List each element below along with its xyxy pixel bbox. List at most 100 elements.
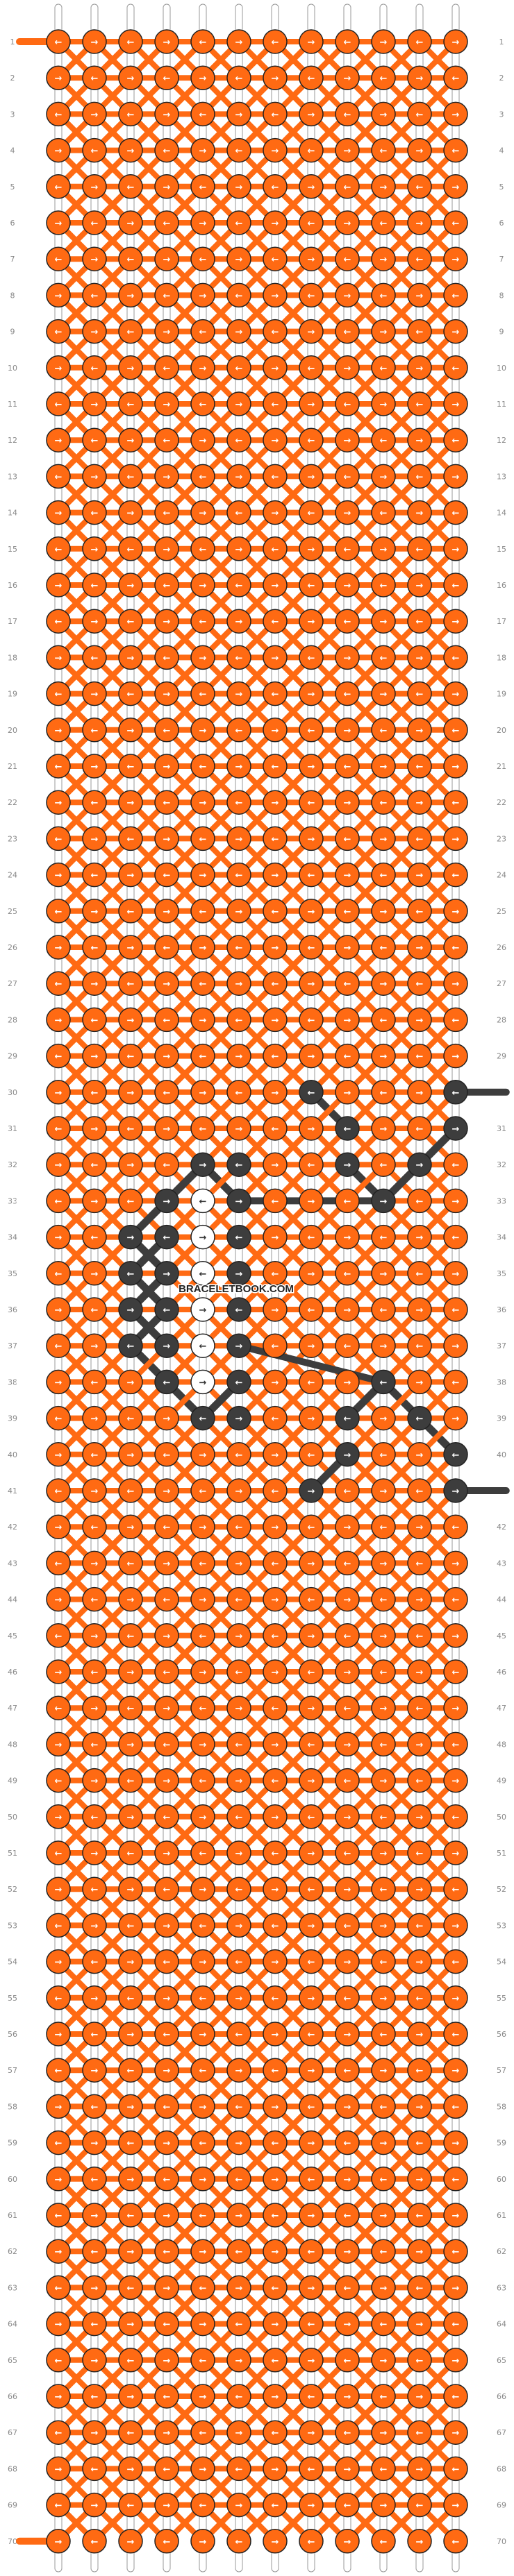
knot: ← — [154, 1297, 179, 1322]
direction-arrow-icon: ← — [163, 1813, 171, 1823]
knot: → — [371, 1768, 396, 1793]
knot-circle — [82, 1261, 107, 1286]
knot: ← — [335, 319, 360, 344]
knot-circle — [407, 681, 432, 706]
knot: → — [82, 1985, 107, 2010]
direction-arrow-icon: → — [91, 1777, 99, 1787]
direction-arrow-icon: → — [344, 2320, 351, 2330]
direction-arrow-icon: → — [452, 2501, 460, 2511]
knot: → — [299, 29, 324, 54]
knot-circle — [407, 899, 432, 924]
knot-circle — [299, 500, 324, 525]
knot-circle — [82, 1007, 107, 1033]
knot: → — [82, 2348, 107, 2373]
direction-arrow-icon: → — [55, 726, 63, 736]
knot: → — [263, 2022, 288, 2047]
direction-arrow-icon: → — [127, 798, 135, 808]
direction-arrow-icon: → — [91, 2356, 99, 2366]
knot: → — [46, 355, 71, 380]
knot: → — [154, 1985, 179, 2010]
knot-circle — [226, 790, 251, 815]
direction-arrow-icon: ← — [344, 907, 351, 917]
knot-circle — [118, 1333, 143, 1358]
direction-arrow-icon: → — [452, 2283, 460, 2294]
knot: → — [154, 174, 179, 199]
knot: → — [226, 246, 251, 271]
knot: ← — [263, 826, 288, 851]
knot: ← — [46, 2492, 71, 2518]
direction-arrow-icon: ← — [127, 545, 135, 555]
direction-arrow-icon: → — [127, 1813, 135, 1823]
direction-arrow-icon: ← — [55, 834, 63, 845]
knot-circle — [154, 935, 179, 960]
direction-arrow-icon: ← — [235, 74, 243, 84]
knot-circle — [335, 319, 360, 344]
knot: ← — [226, 355, 251, 380]
knot: → — [263, 790, 288, 815]
knot-circle — [443, 1369, 468, 1395]
knot-circle — [226, 1261, 251, 1286]
knot-circle — [443, 427, 468, 452]
direction-arrow-icon: ← — [199, 2066, 207, 2076]
knot: → — [190, 1876, 215, 1901]
knot: → — [154, 1550, 179, 1576]
knot: ← — [335, 2058, 360, 2083]
knot-circle — [82, 826, 107, 851]
knot: ← — [407, 246, 432, 271]
direction-arrow-icon: → — [416, 653, 424, 663]
direction-arrow-icon: → — [55, 74, 63, 84]
direction-arrow-icon: ← — [91, 291, 99, 301]
knot-circle — [335, 681, 360, 706]
knot-circle — [190, 573, 215, 598]
knot-circle — [263, 718, 288, 743]
knot-circle — [226, 1043, 251, 1069]
direction-arrow-icon: ← — [127, 110, 135, 120]
knot: → — [118, 1586, 143, 1612]
direction-arrow-icon: ← — [380, 436, 388, 446]
direction-arrow-icon: → — [235, 328, 243, 338]
knot: ← — [407, 754, 432, 779]
knot-circle — [190, 1007, 215, 1033]
knot: ← — [154, 862, 179, 888]
knot: ← — [371, 862, 396, 888]
knot: → — [154, 1478, 179, 1503]
knot: ← — [82, 2167, 107, 2192]
knot: ← — [335, 29, 360, 54]
knot: ← — [226, 1876, 251, 1901]
knot: → — [263, 2239, 288, 2264]
knot: ← — [335, 2203, 360, 2228]
knot: → — [407, 935, 432, 960]
knot: ← — [82, 355, 107, 380]
knot: ← — [154, 2239, 179, 2264]
knot-circle — [226, 681, 251, 706]
row-number-left: 39 — [8, 1414, 17, 1423]
direction-arrow-icon: ← — [452, 291, 460, 301]
direction-arrow-icon: → — [416, 74, 424, 84]
knot: → — [46, 210, 71, 235]
direction-arrow-icon: → — [199, 1160, 207, 1171]
direction-arrow-icon: → — [235, 979, 243, 990]
knot-circle — [263, 971, 288, 996]
knot: → — [154, 246, 179, 271]
knot-circle — [407, 754, 432, 779]
direction-arrow-icon: ← — [380, 2175, 388, 2185]
direction-arrow-icon: ← — [380, 2102, 388, 2112]
direction-arrow-icon: → — [163, 2139, 171, 2149]
knot: → — [154, 754, 179, 779]
knot: → — [371, 1333, 396, 1358]
knot: ← — [190, 1913, 215, 1938]
direction-arrow-icon: → — [163, 2211, 171, 2221]
knot-circle — [335, 355, 360, 380]
row-number-right: 9 — [499, 328, 504, 337]
direction-arrow-icon: → — [199, 1523, 207, 1533]
knot: ← — [190, 2058, 215, 2083]
knot: ← — [226, 65, 251, 90]
direction-arrow-icon: ← — [199, 2356, 207, 2366]
knot: → — [299, 2058, 324, 2083]
knot: → — [190, 2094, 215, 2119]
direction-arrow-icon: → — [235, 1921, 243, 1931]
direction-arrow-icon: → — [416, 2247, 424, 2257]
knot: → — [335, 355, 360, 380]
direction-arrow-icon: ← — [380, 74, 388, 84]
knot: → — [226, 899, 251, 924]
